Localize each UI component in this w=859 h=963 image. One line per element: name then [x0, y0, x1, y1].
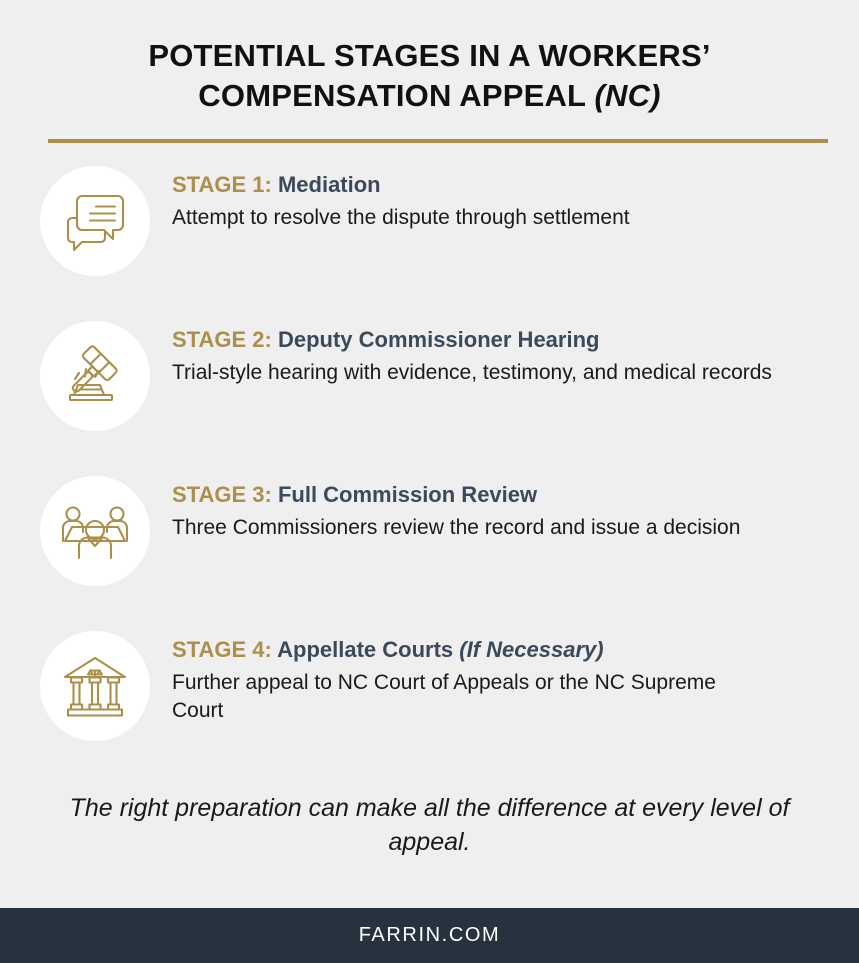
stage-label: STAGE 3: [172, 481, 272, 507]
page-title-suffix: (NC) [594, 78, 661, 114]
stage-description: Further appeal to NC Court of Appeals or… [172, 670, 716, 722]
stage-text: STAGE 2: Deputy Commissioner Hearing Tri… [172, 318, 819, 387]
title-divider [48, 138, 828, 143]
stage-icon-circle [40, 320, 150, 431]
tagline: The right preparation can make all the d… [69, 793, 790, 857]
stage-icon-circle [40, 475, 150, 586]
footer-bar: FARRIN.COM [0, 908, 859, 963]
stage-heading: STAGE 2: Deputy Commissioner Hearing [172, 327, 819, 353]
stage-name: Full Commission Review [277, 481, 538, 507]
stage-note: (If Necessary) [459, 636, 604, 662]
stage-label: STAGE 4: [172, 636, 272, 662]
stage-text: STAGE 3: Full Commission Review Three Co… [172, 473, 819, 542]
page-title-line1: POTENTIAL STAGES IN A WORKERS’ [148, 38, 711, 73]
stage-description: Three Commissioners review the record an… [172, 515, 741, 539]
stage-name: Appellate Courts [277, 636, 454, 662]
stage-heading: STAGE 3: Full Commission Review [172, 482, 819, 508]
speech-bubbles-icon [58, 184, 132, 258]
stage-icon-circle [40, 165, 150, 276]
stage-heading: STAGE 4: Appellate Courts (If Necessary) [172, 637, 819, 663]
stage-item: STAGE 2: Deputy Commissioner Hearing Tri… [40, 318, 819, 473]
stages-list: STAGE 1: Mediation Attempt to resolve th… [0, 163, 859, 783]
stage-text: STAGE 1: Mediation Attempt to resolve th… [172, 163, 819, 232]
courthouse-icon [58, 649, 132, 723]
header: POTENTIAL STAGES IN A WORKERS’ COMPENSAT… [0, 0, 859, 143]
stage-heading: STAGE 1: Mediation [172, 172, 819, 198]
commissioners-panel-icon [58, 494, 132, 568]
stage-label: STAGE 2: [172, 326, 272, 352]
gavel-icon [58, 339, 132, 413]
stage-label: STAGE 1: [172, 171, 272, 197]
stage-description: Attempt to resolve the dispute through s… [172, 205, 630, 229]
page-title-line2: COMPENSATION APPEAL [198, 78, 586, 114]
stage-text: STAGE 4: Appellate Courts (If Necessary)… [172, 628, 819, 725]
stage-item: STAGE 3: Full Commission Review Three Co… [40, 473, 819, 628]
stage-item: STAGE 4: Appellate Courts (If Necessary)… [40, 628, 819, 783]
stage-name: Mediation [277, 171, 381, 197]
stage-name: Deputy Commissioner Hearing [277, 326, 600, 352]
stage-icon-circle [40, 630, 150, 741]
stage-description: Trial-style hearing with evidence, testi… [172, 360, 772, 384]
page-title: POTENTIAL STAGES IN A WORKERS’ COMPENSAT… [48, 36, 811, 117]
stage-item: STAGE 1: Mediation Attempt to resolve th… [40, 163, 819, 318]
footer-brand: FARRIN.COM [358, 924, 501, 946]
